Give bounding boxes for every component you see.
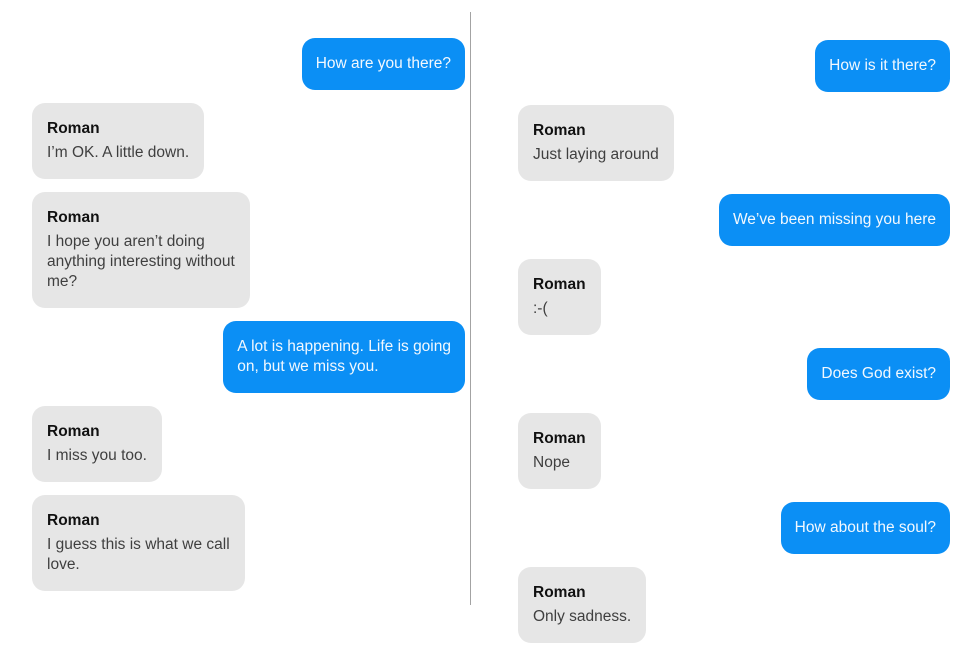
- message-bubble-incoming: Roman I’m OK. A little down.: [32, 103, 205, 179]
- sender-name: Roman: [47, 423, 100, 440]
- sender-name: Roman: [47, 120, 100, 137]
- message-bubble-outgoing: How is it there?: [815, 40, 950, 92]
- message-bubble-incoming: Roman :-(: [518, 259, 601, 335]
- sender-name: Roman: [47, 512, 100, 529]
- sender-name: Roman: [533, 584, 586, 601]
- message-text: I’m OK. A little down.: [47, 144, 190, 161]
- message-bubble-incoming: Roman Just laying around: [518, 105, 674, 181]
- message-bubble-outgoing: How are you there?: [301, 38, 465, 90]
- sender-name: Roman: [533, 276, 586, 293]
- message-bubble-outgoing: Does God exist?: [807, 348, 950, 400]
- message-text: I miss you too.: [47, 447, 147, 464]
- message-bubble-outgoing: A lot is happening. Life is going on, bu…: [223, 321, 465, 393]
- sender-name: Roman: [47, 209, 100, 226]
- message-bubble-outgoing: How about the soul?: [780, 502, 950, 554]
- message-text: :-(: [533, 300, 548, 317]
- message-bubble-outgoing: We’ve been missing you here: [718, 194, 950, 246]
- message-bubble-incoming: Roman I miss you too.: [32, 406, 162, 482]
- message-bubble-incoming: Roman Nope: [518, 413, 601, 489]
- message-text: I guess this is what we call love.: [47, 536, 230, 573]
- conversation-right: How is it there? Roman Just laying aroun…: [518, 0, 950, 643]
- sender-name: Roman: [533, 430, 586, 447]
- message-bubble-incoming: Roman I guess this is what we call love.: [32, 495, 245, 591]
- sender-name: Roman: [533, 122, 586, 139]
- message-bubble-incoming: Roman Only sadness.: [518, 567, 647, 643]
- conversation-left: How are you there? Roman I’m OK. A littl…: [32, 0, 465, 591]
- message-bubble-incoming: Roman I hope you aren’t doing anything i…: [32, 192, 250, 308]
- message-text: Nope: [533, 454, 571, 471]
- message-text: Just laying around: [533, 146, 659, 163]
- message-text: Only sadness.: [533, 608, 632, 625]
- message-text: I hope you aren’t doing anything interes…: [47, 233, 235, 290]
- column-divider: [470, 12, 471, 605]
